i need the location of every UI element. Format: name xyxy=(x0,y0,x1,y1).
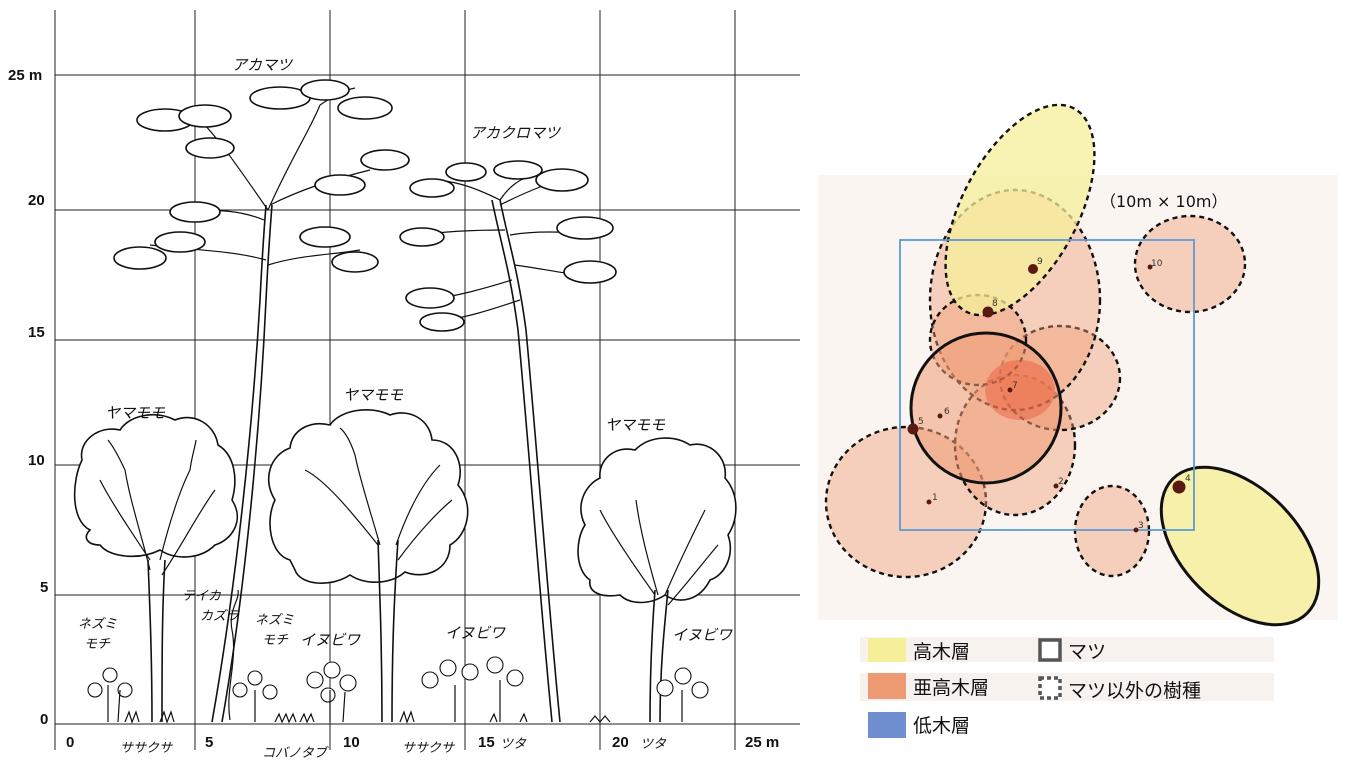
label-yamamomo-2: ヤマモモ xyxy=(343,386,404,404)
tree-number-5: 5 xyxy=(918,417,924,427)
legend-label-low: 低木層 xyxy=(913,715,970,737)
legend-label-subtall: 亜高木層 xyxy=(913,677,989,699)
tree-point-8 xyxy=(982,306,994,318)
legend-symbol-pine xyxy=(1038,638,1062,662)
tree-point-4 xyxy=(1172,480,1186,494)
x-label-0: 0 xyxy=(66,734,74,751)
y-label-25: 25 m xyxy=(8,67,42,84)
label-yamamomo-1: ヤマモモ xyxy=(105,404,166,422)
tree-yamamomo-2 xyxy=(267,409,469,723)
legend-swatch-tall xyxy=(868,638,906,662)
crown-9 xyxy=(944,103,1096,317)
label-akakuromatsu: アカクロマツ xyxy=(470,124,562,142)
tree-number-2: 2 xyxy=(1058,477,1064,487)
crown-map: （10m × 10m） xyxy=(818,103,1338,627)
legend-label-tall: 高木層 xyxy=(913,641,970,663)
legend-row-bg-1 xyxy=(860,637,1274,662)
legend-swatch-subtall xyxy=(868,673,906,699)
tree-yamamomo-3 xyxy=(577,437,737,723)
tree-number-6: 6 xyxy=(944,407,950,417)
ground-label-5: ツタ xyxy=(640,737,667,752)
label-teikakazura-b: カズラ xyxy=(200,608,239,624)
x-label-5: 5 xyxy=(205,734,213,751)
y-label-15: 15 xyxy=(28,324,45,341)
tree-point-6 xyxy=(937,413,943,419)
x-label-15: 15 xyxy=(478,734,495,751)
tree-point-5 xyxy=(907,423,919,435)
tree-point-9 xyxy=(1028,264,1038,274)
tree-number-7: 7 xyxy=(1012,381,1018,391)
tree-point-3 xyxy=(1133,527,1139,533)
label-nezumimochi-1: ネズミ xyxy=(78,616,117,632)
legend-symbol-non-pine xyxy=(1038,676,1062,700)
ground-grass xyxy=(124,710,611,724)
ground-label-3: ササクサ xyxy=(402,741,455,756)
crown-3 xyxy=(1073,484,1151,578)
tree-akakuromatsu xyxy=(399,160,617,723)
crown-6-pine xyxy=(909,331,1063,485)
tree-number-8: 8 xyxy=(992,299,998,309)
shrubs xyxy=(87,656,709,723)
x-label-20: 20 xyxy=(612,734,629,751)
label-inubiwa-3: イヌビワ xyxy=(672,626,733,644)
tree-number-9: 9 xyxy=(1037,257,1043,267)
crown-6-core xyxy=(985,360,1055,420)
crown-4-pine xyxy=(1159,465,1321,627)
profile-diagram: 25 m 20 15 10 5 0 0 5 10 15 20 25 m xyxy=(8,10,800,761)
y-label-5: 5 xyxy=(40,579,48,596)
plot-size-label: （10m × 10m） xyxy=(1100,192,1227,211)
legend: 高木層 亜高木層 低木層 マツ マツ以外の樹種 xyxy=(860,637,1274,738)
label-nezumimochi-2: ネズミ xyxy=(255,612,294,628)
legend-row-bg-2 xyxy=(860,673,1274,701)
legend-label-non-pine: マツ以外の樹種 xyxy=(1068,680,1201,702)
y-label-20: 20 xyxy=(28,192,45,209)
tree-number-4: 4 xyxy=(1185,474,1191,484)
tree-akamatsu xyxy=(113,79,410,723)
label-yamamomo-3: ヤマモモ xyxy=(605,416,666,434)
label-nezumimochi-2b: モチ xyxy=(262,633,289,648)
ground-label-1: ササクサ xyxy=(120,741,173,756)
tree-number-10: 10 xyxy=(1151,259,1163,269)
label-inubiwa-2: イヌビワ xyxy=(445,624,506,642)
label-inubiwa-1: イヌビワ xyxy=(300,631,361,649)
x-label-10: 10 xyxy=(343,734,360,751)
ground-label-2: コバノタブ xyxy=(262,745,329,761)
vine-teikakazura xyxy=(228,589,239,721)
y-label-10: 10 xyxy=(28,452,45,469)
tree-point-2 xyxy=(1053,483,1059,489)
ground-label-4: ツタ xyxy=(500,737,527,752)
tree-number-1: 1 xyxy=(932,493,938,503)
tree-yamamomo-1 xyxy=(73,414,238,723)
label-nezumimochi-1b: モチ xyxy=(84,637,111,652)
label-akamatsu: アカマツ xyxy=(232,56,294,74)
tree-number-3: 3 xyxy=(1138,521,1144,531)
plot-square xyxy=(899,239,1195,531)
tree-point-10 xyxy=(1147,264,1153,270)
tree-point-7 xyxy=(1007,387,1013,393)
label-teikakazura: テイカ xyxy=(182,589,221,604)
legend-swatch-low xyxy=(868,712,906,738)
tree-point-1 xyxy=(926,499,932,505)
y-label-0: 0 xyxy=(40,711,48,728)
x-label-25: 25 m xyxy=(745,734,779,751)
legend-label-pine: マツ xyxy=(1068,641,1106,663)
